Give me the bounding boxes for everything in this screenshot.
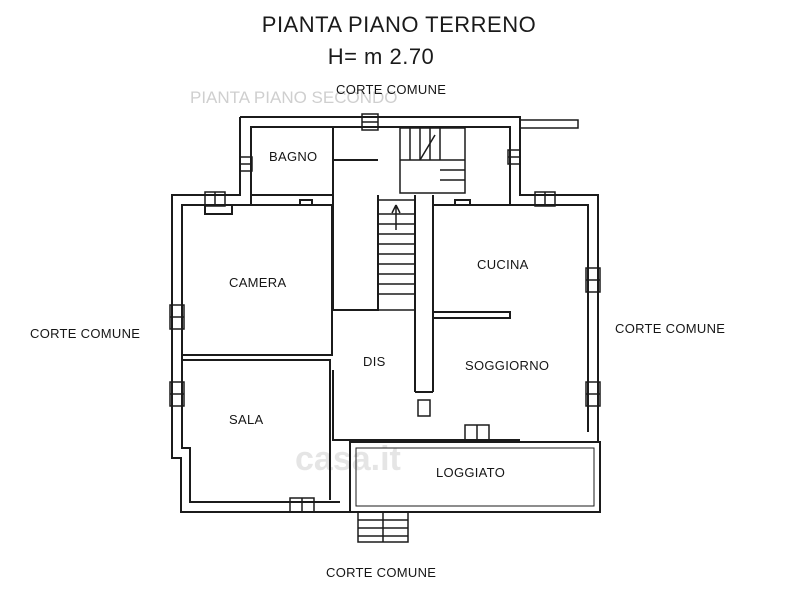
outer-wall-upper-inner <box>251 126 589 432</box>
room-label-soggiorno: SOGGIORNO <box>465 358 550 373</box>
room-label-bagno: BAGNO <box>269 149 318 164</box>
plan-title: PIANTA PIANO TERRENO <box>261 12 537 37</box>
entrance-steps <box>357 511 409 543</box>
bleed-through-text: PIANTA PIANO SECONDO <box>190 88 398 107</box>
walls <box>171 116 601 543</box>
upper-staircase <box>399 127 466 194</box>
watermark: casa.it <box>295 440 401 478</box>
room-label-sala: SALA <box>229 412 264 427</box>
staircase <box>377 199 416 311</box>
camera-room <box>182 204 333 356</box>
surrounding-label-top: CORTE COMUNE <box>336 82 447 97</box>
room-label-cucina: CUCINA <box>477 257 529 272</box>
height-note: H= m 2.70 <box>327 44 435 69</box>
surrounding-label-right: CORTE COMUNE <box>615 321 726 336</box>
room-label-camera: CAMERA <box>229 275 287 290</box>
surrounding-label-left: CORTE COMUNE <box>30 326 141 341</box>
outer-wall-upper <box>240 116 599 443</box>
outer-wall-left <box>171 117 350 513</box>
loggiato-area <box>349 441 601 513</box>
room-label-dis: DIS <box>363 354 386 369</box>
windows <box>169 113 601 513</box>
room-label-loggiato: LOGGIATO <box>436 465 506 480</box>
surrounding-label-bottom: CORTE COMUNE <box>326 565 437 580</box>
